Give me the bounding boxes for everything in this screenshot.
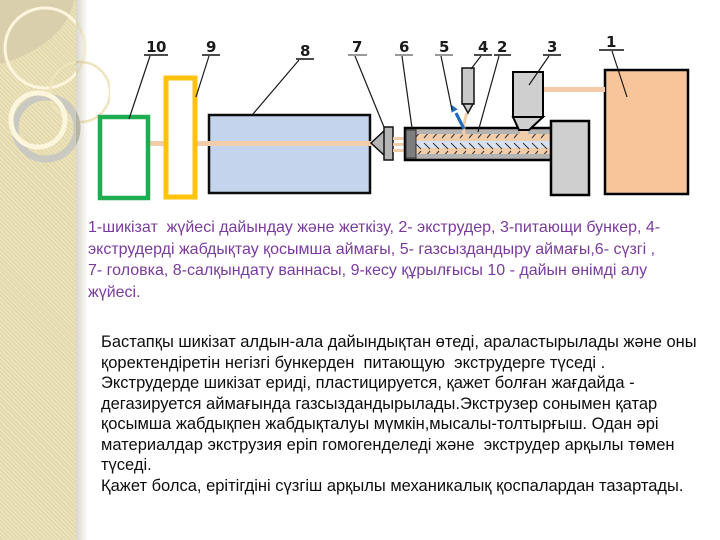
callout-3: 3: [547, 38, 557, 56]
cream-circle-top: [3, 6, 87, 90]
cutting-device: [163, 75, 198, 200]
aux-feeder-tip: [461, 103, 475, 115]
callout-7: 7: [352, 38, 362, 56]
callout-5: 5: [439, 38, 449, 56]
leader-line-6: [401, 55, 413, 129]
leader-line-4: [470, 55, 482, 70]
gray-ring: [11, 93, 81, 163]
process-description: Бастапқы шикізат алдын-ала дайындықтан ө…: [101, 332, 697, 496]
raw-material-system: [603, 68, 690, 196]
leader-line-10: [128, 55, 151, 120]
callout-8: 8: [300, 42, 310, 60]
description-line: дегазируется аймағында газсыздандырылады…: [101, 394, 658, 413]
callout-9: 9: [206, 38, 216, 56]
callout-10: 10: [146, 38, 166, 56]
cooling-bath: [207, 113, 372, 195]
description-line: материалдар экструзия еріп гомогенделеді…: [101, 435, 675, 454]
sidebar-decoration: [0, 0, 110, 540]
description-line: Бастапқы шикізат алдын-ала дайындықтан ө…: [101, 333, 697, 351]
leader-line-1: [611, 50, 628, 98]
decorative-circles: [0, 0, 110, 163]
cream-ring: [8, 90, 68, 150]
component-legend: 1-шикізат жүйесі дайындау және жеткізу, …: [88, 217, 660, 303]
degassing-arrow-icon: [454, 112, 466, 130]
legend-line: 1-шикізат жүйесі дайындау және жеткізу, …: [88, 219, 661, 236]
corner-blob: [0, 0, 74, 64]
callout-6: 6: [399, 38, 409, 56]
screw-flights: [416, 134, 551, 154]
drive-block: [549, 119, 591, 197]
feed-line: [393, 149, 406, 152]
leader-line-3: [528, 55, 550, 86]
leader-line-8: [252, 59, 300, 115]
description-line: қоректендіретін негізгі бункерден питающ…: [101, 353, 606, 372]
degassing-arrowhead-icon: [451, 104, 458, 113]
feed-line: [393, 137, 406, 140]
leader-line-2: [477, 55, 500, 133]
description-line: Қажет болса, ерітігдіні сүзгіш арқылы ме…: [101, 476, 684, 495]
legend-line: 7- головка, 8-салқындату ваннасы, 9-кесу…: [88, 262, 648, 279]
callout-4: 4: [478, 38, 488, 56]
legend-line: экструдерді жабдықтау қосымша аймағы, 5-…: [88, 240, 656, 258]
callout-underlines: [144, 49, 624, 60]
description-line: түседі.: [101, 456, 152, 474]
product-strand-line: [148, 141, 374, 146]
aux-feed-line: [462, 112, 469, 136]
legend-line: жүйесі.: [88, 283, 141, 301]
strip-shadow: [76, 0, 88, 540]
leader-line-7: [354, 55, 385, 128]
leader-line-9: [195, 55, 210, 98]
supply-connector: [543, 87, 605, 92]
leader-line-5: [440, 55, 453, 111]
hopper-funnel: [511, 116, 546, 131]
hopper-stem: [520, 127, 528, 140]
faint-circle-right: [48, 60, 110, 124]
aux-feeder: [461, 67, 475, 105]
description-line: Экструдерде шикізат ериді, пластицируетс…: [101, 374, 635, 392]
filter-block: [405, 129, 417, 159]
product-receiver: [97, 114, 151, 201]
leader-lines: [128, 50, 628, 133]
feed-line: [393, 143, 406, 146]
callout-2: 2: [497, 38, 507, 56]
callout-1: 1: [606, 33, 616, 51]
description-line: қосымша жабдықпен жабдықталуы мүмкін,мыс…: [101, 415, 659, 433]
feed-hopper: [512, 71, 544, 118]
head-flange: [383, 126, 394, 161]
